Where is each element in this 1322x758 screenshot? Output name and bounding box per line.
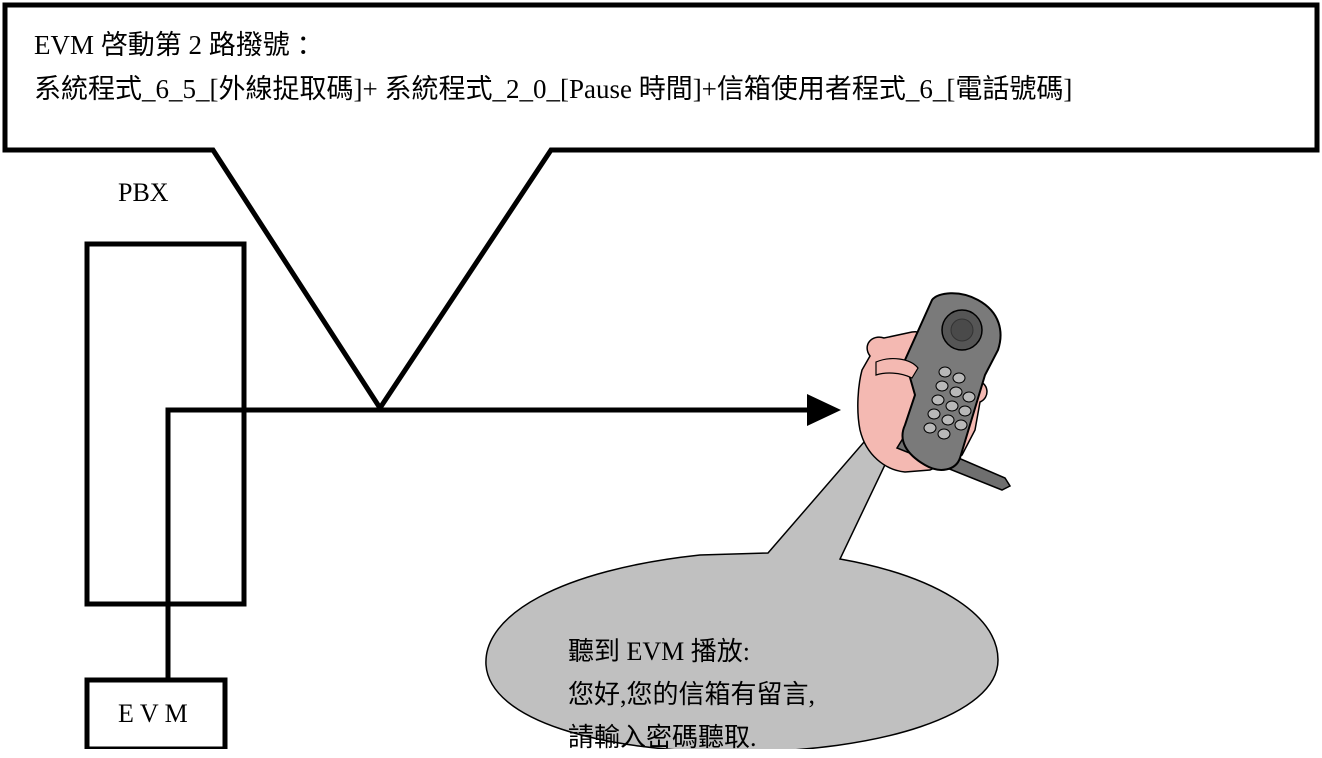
callout-dial-sequence: 系統程式_6_5_[外線捉取碼]+ 系統程式_2_0_[Pause 時間]+信箱… [34,74,1073,104]
phone-icon [857,292,1012,491]
callout-title: EVM 啓動第 2 路撥號 ： [34,30,324,60]
arrow-head [807,394,841,426]
pbx-label: PBX [118,178,169,207]
evm-box [84,677,228,749]
bubble-line-2: 您好,您的信箱有留言, [568,680,816,709]
connection-line [165,407,812,680]
evm-label: EVM [118,699,194,728]
speech-bubble [485,359,999,749]
callout-box [2,2,1320,413]
bubble-line-3: 請輸入密碼聽取. [568,723,757,752]
bubble-line-1: 聽到 EVM 播放: [568,637,751,666]
